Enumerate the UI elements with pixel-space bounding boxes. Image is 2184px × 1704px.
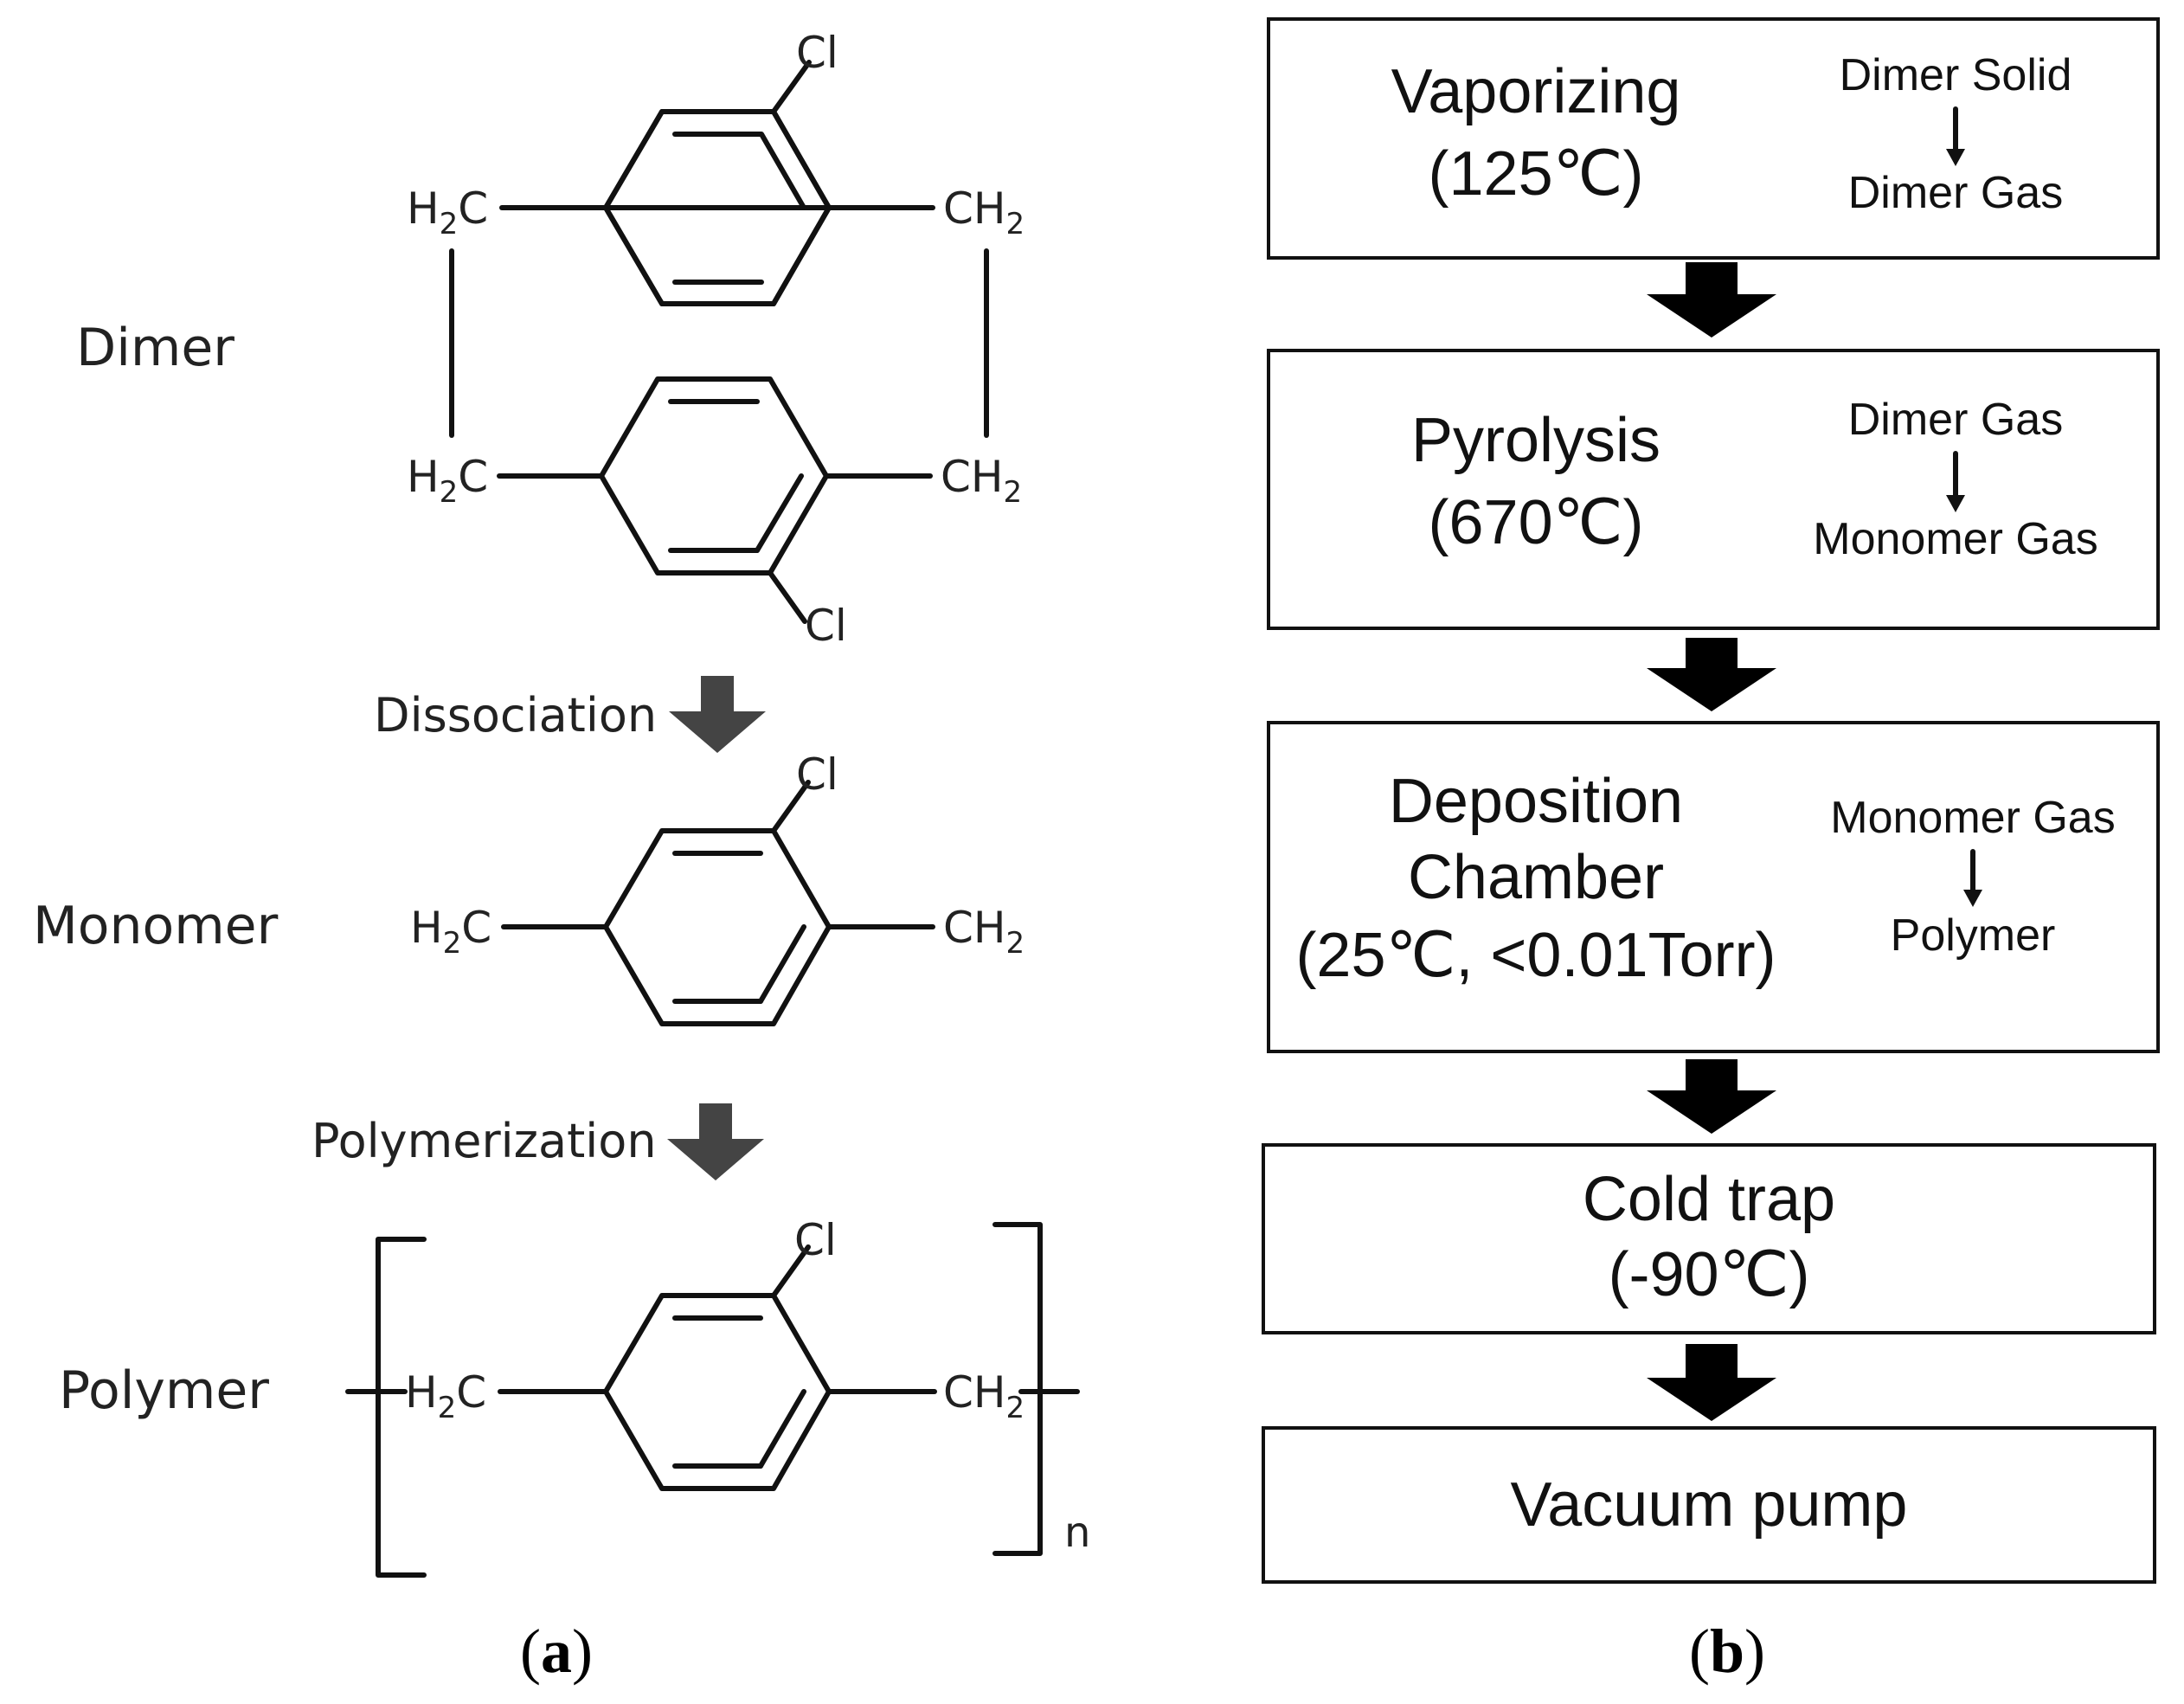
step-input-state: Dimer Gas [1848,395,2063,445]
flow-arrow [1647,1059,1776,1134]
dimer-molecule: Cl H2C CH2 H2C CH2 Cl [407,28,1025,651]
polymerization-label: Polymerization [312,1114,657,1168]
step-input-state: Dimer Solid [1840,50,2072,100]
dimer-ch2-top: CH2 [943,183,1025,241]
polymer-molecule: Cl H2C CH2 n [345,1215,1090,1578]
step-output-state: Monomer Gas [1813,514,2097,564]
process-step: Cold trap (-90℃) [1262,1143,2156,1334]
panel-b-caption: (b) [1689,1617,1765,1686]
step-title: Deposition [1389,767,1683,836]
step-input-state: Monomer Gas [1830,793,2115,843]
step-box [1267,17,2160,260]
step-title: Vaporizing [1391,57,1681,126]
dimer-ch2-bottom: CH2 [941,452,1022,510]
step-box [1262,1426,2156,1584]
process-step: Vaporizing (125℃) Dimer Solid Dimer Gas [1267,17,2160,260]
step-title: Pyrolysis [1411,406,1660,475]
polymer-ch2: CH2 [943,1367,1025,1425]
step-box [1267,349,2160,630]
dimer-top-ring [603,109,832,306]
dimer-cl-top: Cl [796,28,838,78]
dimer-cl-bottom: Cl [805,601,847,651]
process-step: Vacuum pump [1262,1426,2156,1584]
dissociation-label: Dissociation [374,688,657,743]
step-box [1267,721,2160,1053]
step-output-state: Polymer [1891,910,2056,961]
step-title: Vacuum pump [1511,1470,1908,1540]
step-title: (125℃) [1429,139,1644,209]
flow-arrow [1647,262,1776,338]
polymer-repeat-n: n [1064,1508,1090,1557]
flow-arrow [1647,1344,1776,1421]
panel-a-structures: Dimer Cl H2C [33,28,1090,1686]
panel-a-caption: (a) [520,1617,593,1686]
dimer-bottom-ring [599,376,829,576]
dimer-h2c-top: H2C [407,183,488,241]
polymer-label: Polymer [59,1360,269,1421]
monomer-cl: Cl [796,749,838,800]
panel-b-flowchart: Vaporizing (125℃) Dimer Solid Dimer Gas … [1262,17,2160,1686]
polymer-cl: Cl [794,1215,837,1265]
step-title: (670℃) [1429,488,1644,557]
monomer-label: Monomer [33,896,279,956]
dimer-label: Dimer [76,318,234,378]
process-step: Pyrolysis (670℃) Dimer Gas Monomer Gas [1267,349,2160,630]
monomer-ch2: CH2 [943,903,1025,961]
polymer-h2c: H2C [405,1367,486,1425]
dimer-h2c-bottom: H2C [407,452,488,510]
step-title: (-90℃) [1609,1240,1810,1309]
process-step: Deposition Chamber (25℃, <0.01Torr) Mono… [1267,721,2160,1053]
step-box [1262,1143,2156,1334]
step-title: Cold trap [1583,1165,1835,1234]
step-title: Chamber [1408,843,1664,912]
polymerization-arrow [667,1103,764,1180]
flow-arrow [1647,638,1776,711]
step-output-state: Dimer Gas [1848,168,2063,218]
dissociation-arrow [669,676,766,753]
monomer-h2c: H2C [410,903,491,961]
step-title: (25℃, <0.01Torr) [1295,921,1776,990]
monomer-molecule: Cl H2C CH2 [410,749,1025,1026]
